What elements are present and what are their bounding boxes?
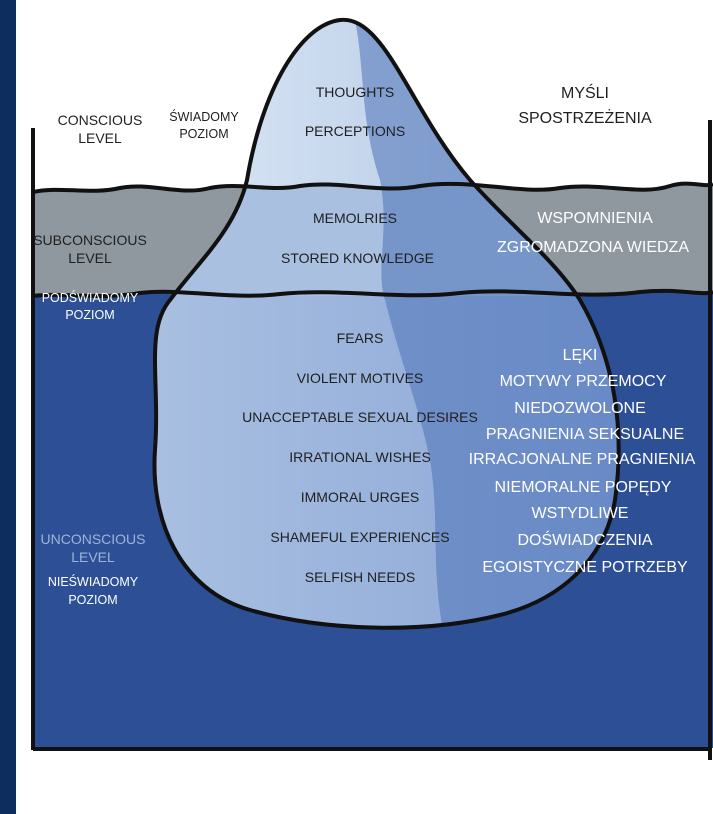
translation-label-pl: NIEMORALNE POPĘDY bbox=[478, 480, 688, 496]
conscious-level-label-pl: ŚWIADOMY POZIOM bbox=[160, 111, 248, 140]
unconscious-level-label: UNCONSCIOUS LEVEL bbox=[38, 532, 148, 564]
conscious-level-label: CONSCIOUS LEVEL bbox=[50, 113, 150, 145]
iceberg-tip-label: PERCEPTIONS bbox=[270, 124, 440, 138]
iceberg-bottom-label: VIOLENT MOTIVES bbox=[270, 371, 450, 385]
subconscious-level-label-pl: PODŚWIADOMY POZIOM bbox=[35, 292, 145, 321]
iceberg-bottom-label: IMMORAL URGES bbox=[280, 490, 440, 504]
subconscious-level-label: SUBCONSCIOUS LEVEL bbox=[30, 233, 150, 265]
translation-label-pl: MYŚLI bbox=[490, 86, 680, 102]
iceberg-bottom-label: SHAMEFUL EXPERIENCES bbox=[245, 530, 475, 544]
iceberg-bottom-label: FEARS bbox=[310, 331, 410, 345]
iceberg-tip-label: THOUGHTS bbox=[280, 85, 430, 99]
iceberg-bottom-label: UNACCEPTABLE SEXUAL DESIRES bbox=[200, 410, 520, 424]
translation-label-pl: IRRACJONALNE PRAGNIENIA bbox=[456, 452, 708, 468]
iceberg-middle-label: STORED KNOWLEDGE bbox=[250, 251, 465, 265]
translation-label-pl: DOŚWIADCZENIA bbox=[495, 533, 675, 549]
iceberg-bottom-label: IRRATIONAL WISHES bbox=[265, 450, 455, 464]
unconscious-level-label-pl: NIEŚWIADOMY POZIOM bbox=[38, 576, 148, 606]
translation-label-pl: LĘKI bbox=[540, 348, 620, 364]
iceberg-middle-label: MEMOLRIES bbox=[280, 211, 430, 225]
iceberg-bottom-label: SELFISH NEEDS bbox=[280, 570, 440, 584]
translation-label-pl: EGOISTYCZNE POTRZEBY bbox=[470, 560, 700, 576]
translation-label-pl: NIEDOZWOLONE bbox=[490, 401, 670, 417]
translation-label-pl: WSTYDLIWE bbox=[505, 506, 655, 522]
frame-bar bbox=[0, 0, 16, 814]
translation-label-pl: WSPOMNIENIA bbox=[490, 211, 700, 227]
translation-label-pl: PRAGNIENIA SEKSUALNE bbox=[470, 427, 700, 443]
translation-label-pl: ZGROMADZONA WIEDZA bbox=[477, 240, 709, 256]
translation-label-pl: SPOSTRZEŻENIA bbox=[480, 111, 690, 127]
translation-label-pl: MOTYWY PRZEMOCY bbox=[478, 374, 688, 390]
